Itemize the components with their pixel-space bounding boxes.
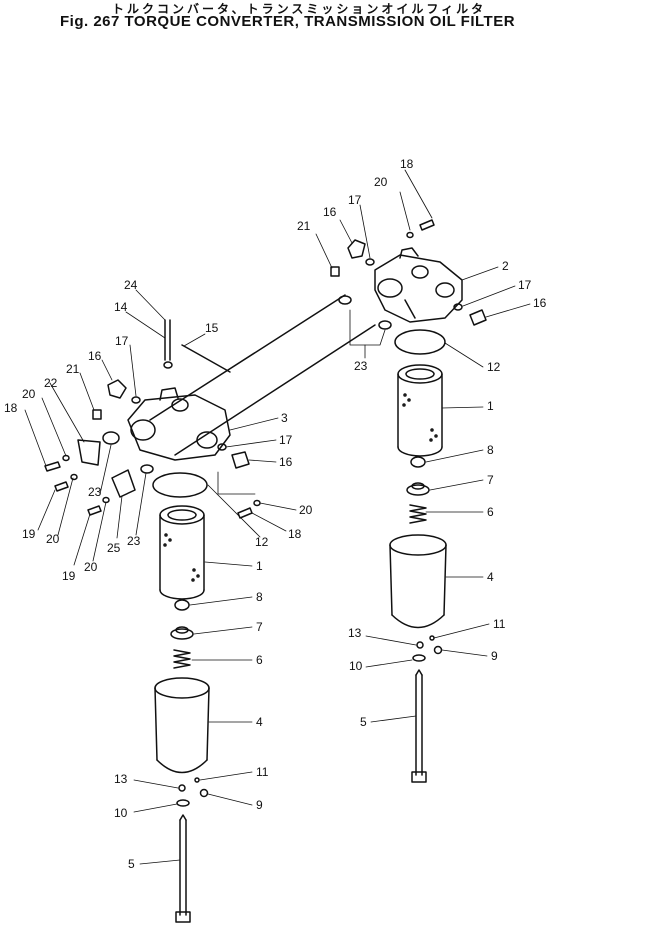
callout-14: 14: [114, 300, 128, 314]
callout-13: 13: [114, 772, 128, 786]
callout-19: 19: [22, 527, 36, 541]
callout-1: 1: [256, 559, 263, 573]
callout-22: 22: [44, 376, 58, 390]
leader-lines: [24, 169, 531, 865]
callout-20: 20: [46, 532, 60, 546]
callout-24: 24: [124, 278, 138, 292]
callout-1: 1: [487, 399, 494, 413]
callout-9: 9: [256, 798, 263, 812]
callout-2: 2: [502, 259, 509, 273]
callout-12: 12: [487, 360, 501, 374]
callout-16: 16: [88, 349, 102, 363]
callout-17: 17: [279, 433, 293, 447]
figure-title-japanese: トルクコンバータ、トランスミッションオイルフィルタ: [112, 2, 487, 16]
callout-labels: 18 20 17 16 21 2 17 16 23 12 1 8 7 6 4 1…: [4, 157, 547, 871]
callout-7: 7: [256, 620, 263, 634]
callout-5: 5: [360, 715, 367, 729]
callout-17: 17: [518, 278, 532, 292]
callout-5: 5: [128, 857, 135, 871]
left-filter-head: [127, 387, 231, 461]
callout-7: 7: [487, 473, 494, 487]
callout-20: 20: [299, 503, 313, 517]
callout-11: 11: [493, 617, 506, 631]
callout-25: 25: [107, 541, 121, 555]
callout-16: 16: [323, 205, 337, 219]
callout-21: 21: [66, 362, 80, 376]
callout-18: 18: [288, 527, 302, 541]
callout-21: 21: [297, 219, 311, 233]
callout-11: 11: [256, 765, 269, 779]
callout-16: 16: [279, 455, 293, 469]
right-filter-head: [374, 247, 463, 323]
callout-20: 20: [374, 175, 388, 189]
callout-17: 17: [348, 193, 362, 207]
callout-6: 6: [256, 653, 263, 667]
callout-20: 20: [84, 560, 98, 574]
callout-16: 16: [533, 296, 547, 310]
callout-19: 19: [62, 569, 76, 583]
callout-15: 15: [205, 321, 219, 335]
callout-17: 17: [115, 334, 129, 348]
connecting-pipe: [149, 294, 376, 456]
callout-10: 10: [349, 659, 363, 673]
callout-9: 9: [491, 649, 498, 663]
callout-12: 12: [255, 535, 269, 549]
callout-8: 8: [256, 590, 263, 604]
callout-3: 3: [281, 411, 288, 425]
callout-23: 23: [127, 534, 141, 548]
left-filter-stack: [152, 472, 210, 923]
callout-13: 13: [348, 626, 362, 640]
callout-23: 23: [354, 359, 368, 373]
callout-4: 4: [487, 570, 494, 584]
callout-23: 23: [88, 485, 102, 499]
right-filter-stack: [389, 329, 447, 783]
hardware: [44, 219, 487, 519]
callout-18: 18: [400, 157, 414, 171]
callout-8: 8: [487, 443, 494, 457]
callout-20: 20: [22, 387, 36, 401]
callout-6: 6: [487, 505, 494, 519]
figure-title: Fig. 267 TORQUE CONVERTER, TRANSMISSION …: [60, 13, 516, 30]
callout-4: 4: [256, 715, 263, 729]
callout-10: 10: [114, 806, 128, 820]
callout-18: 18: [4, 401, 18, 415]
